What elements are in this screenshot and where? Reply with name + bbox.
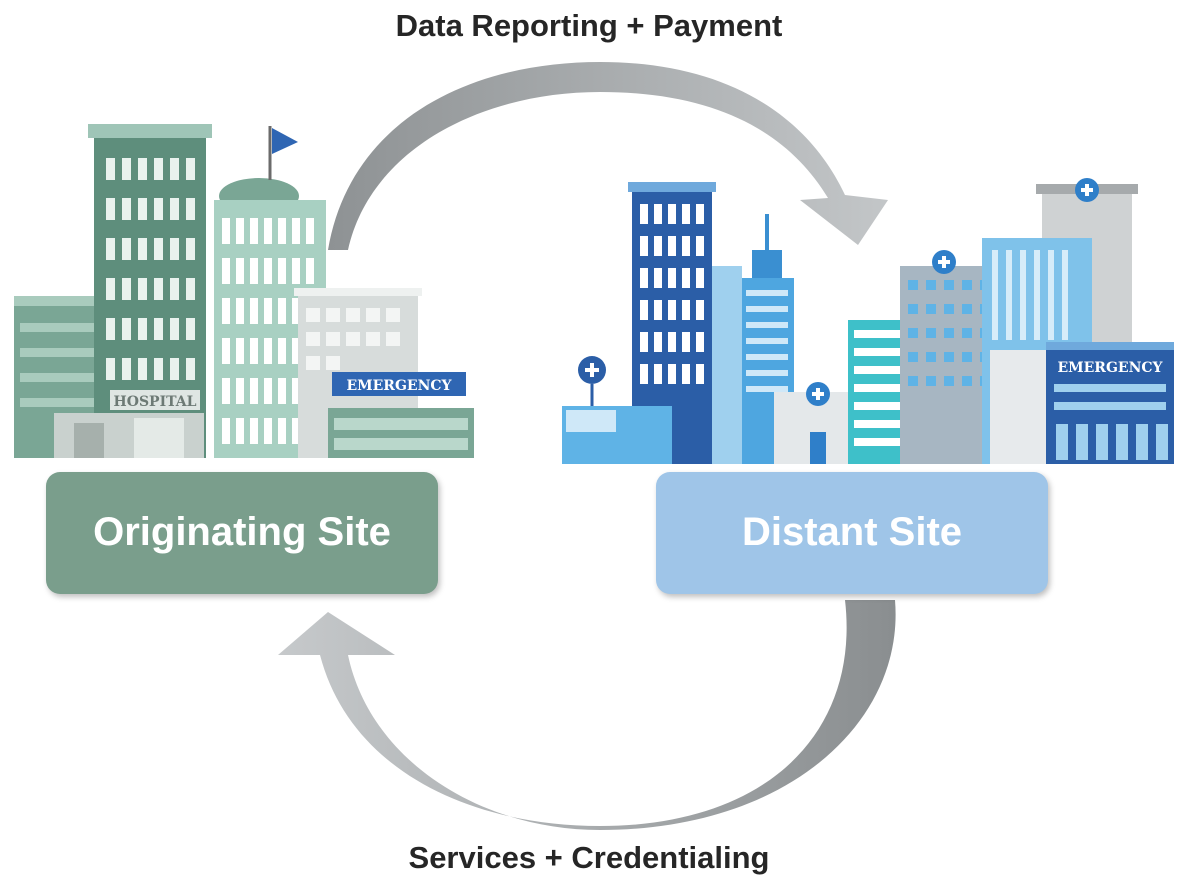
- hospital-sign: HOSPITAL: [114, 394, 197, 410]
- services-credentialing-label: Services + Credentialing: [408, 840, 770, 875]
- top-arrow-data-reporting: [328, 62, 888, 250]
- originating-site-box: Originating Site: [46, 472, 438, 594]
- emergency-sign-right: EMERGENCY: [1057, 360, 1163, 376]
- distant-site-box: Distant Site: [656, 472, 1048, 594]
- emergency-sign-left: EMERGENCY: [346, 378, 452, 394]
- distant-site-buildings: EMERGENCY: [562, 178, 1174, 464]
- originating-site-buildings: HOSPITAL EMERGENCY: [14, 124, 474, 458]
- data-reporting-payment-label: Data Reporting + Payment: [395, 8, 783, 43]
- bottom-arrow-services: [278, 600, 896, 830]
